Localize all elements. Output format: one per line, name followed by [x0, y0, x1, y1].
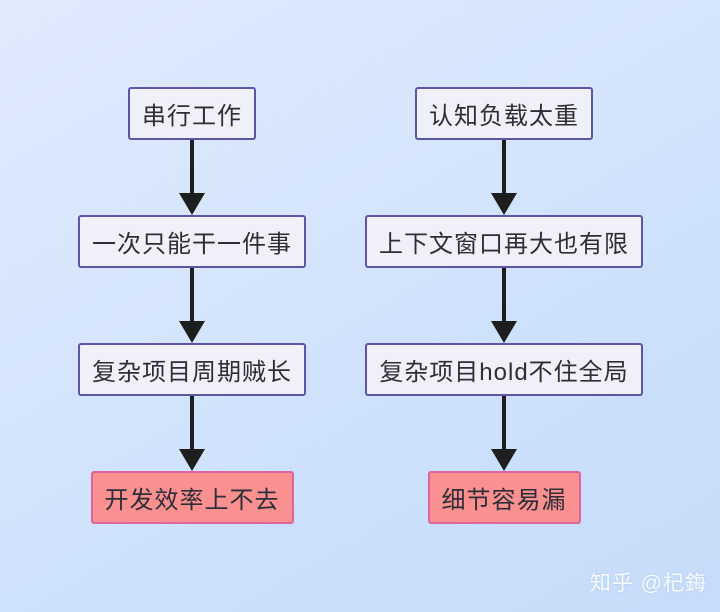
flow-node-label: 串行工作 [142, 103, 242, 130]
arrow-head [179, 193, 205, 215]
flow-node-low-dev-efficiency: 开发效率上不去 [90, 471, 294, 524]
arrow-down-icon [179, 140, 205, 215]
arrow-shaft [190, 140, 194, 193]
flow-node-label: 开发效率上不去 [104, 487, 280, 514]
arrow-head [491, 449, 517, 471]
arrow-down-icon [179, 268, 205, 343]
watermark: 知乎 @杞鋂 [589, 572, 707, 595]
arrow-shaft [190, 396, 194, 449]
flow-node-label: 细节容易漏 [441, 487, 567, 514]
arrow-head [179, 449, 205, 471]
arrow-down-icon [179, 396, 205, 471]
arrow-down-icon [491, 140, 517, 215]
arrow-down-icon [491, 396, 517, 471]
flow-node-serial-work: 串行工作 [128, 87, 256, 140]
flow-node-details-easily-missed: 细节容易漏 [427, 471, 581, 524]
arrow-head [491, 321, 517, 343]
arrow-shaft [502, 396, 506, 449]
arrow-shaft [190, 268, 194, 321]
arrow-shaft [502, 140, 506, 193]
flow-node-cognitive-load: 认知负载太重 [415, 87, 593, 140]
arrow-down-icon [491, 268, 517, 343]
arrow-head [491, 193, 517, 215]
flow-node-long-project-cycle: 复杂项目周期贼长 [78, 343, 306, 396]
flow-node-label: 复杂项目周期贼长 [92, 359, 292, 386]
flow-column-right: 认知负载太重 上下文窗口再大也有限 复杂项目hold不住全局 细节容易漏 [365, 87, 643, 524]
arrow-shaft [502, 268, 506, 321]
flow-node-limited-context-window: 上下文窗口再大也有限 [365, 215, 643, 268]
flow-node-one-thing-at-a-time: 一次只能干一件事 [78, 215, 306, 268]
arrow-head [179, 321, 205, 343]
flow-node-label: 一次只能干一件事 [92, 231, 292, 258]
flow-node-label: 复杂项目hold不住全局 [379, 359, 629, 386]
flow-node-label: 上下文窗口再大也有限 [379, 231, 629, 258]
flow-column-left: 串行工作 一次只能干一件事 复杂项目周期贼长 开发效率上不去 [78, 87, 306, 524]
flow-node-cannot-hold-big-picture: 复杂项目hold不住全局 [365, 343, 643, 396]
flow-node-label: 认知负载太重 [429, 103, 579, 130]
